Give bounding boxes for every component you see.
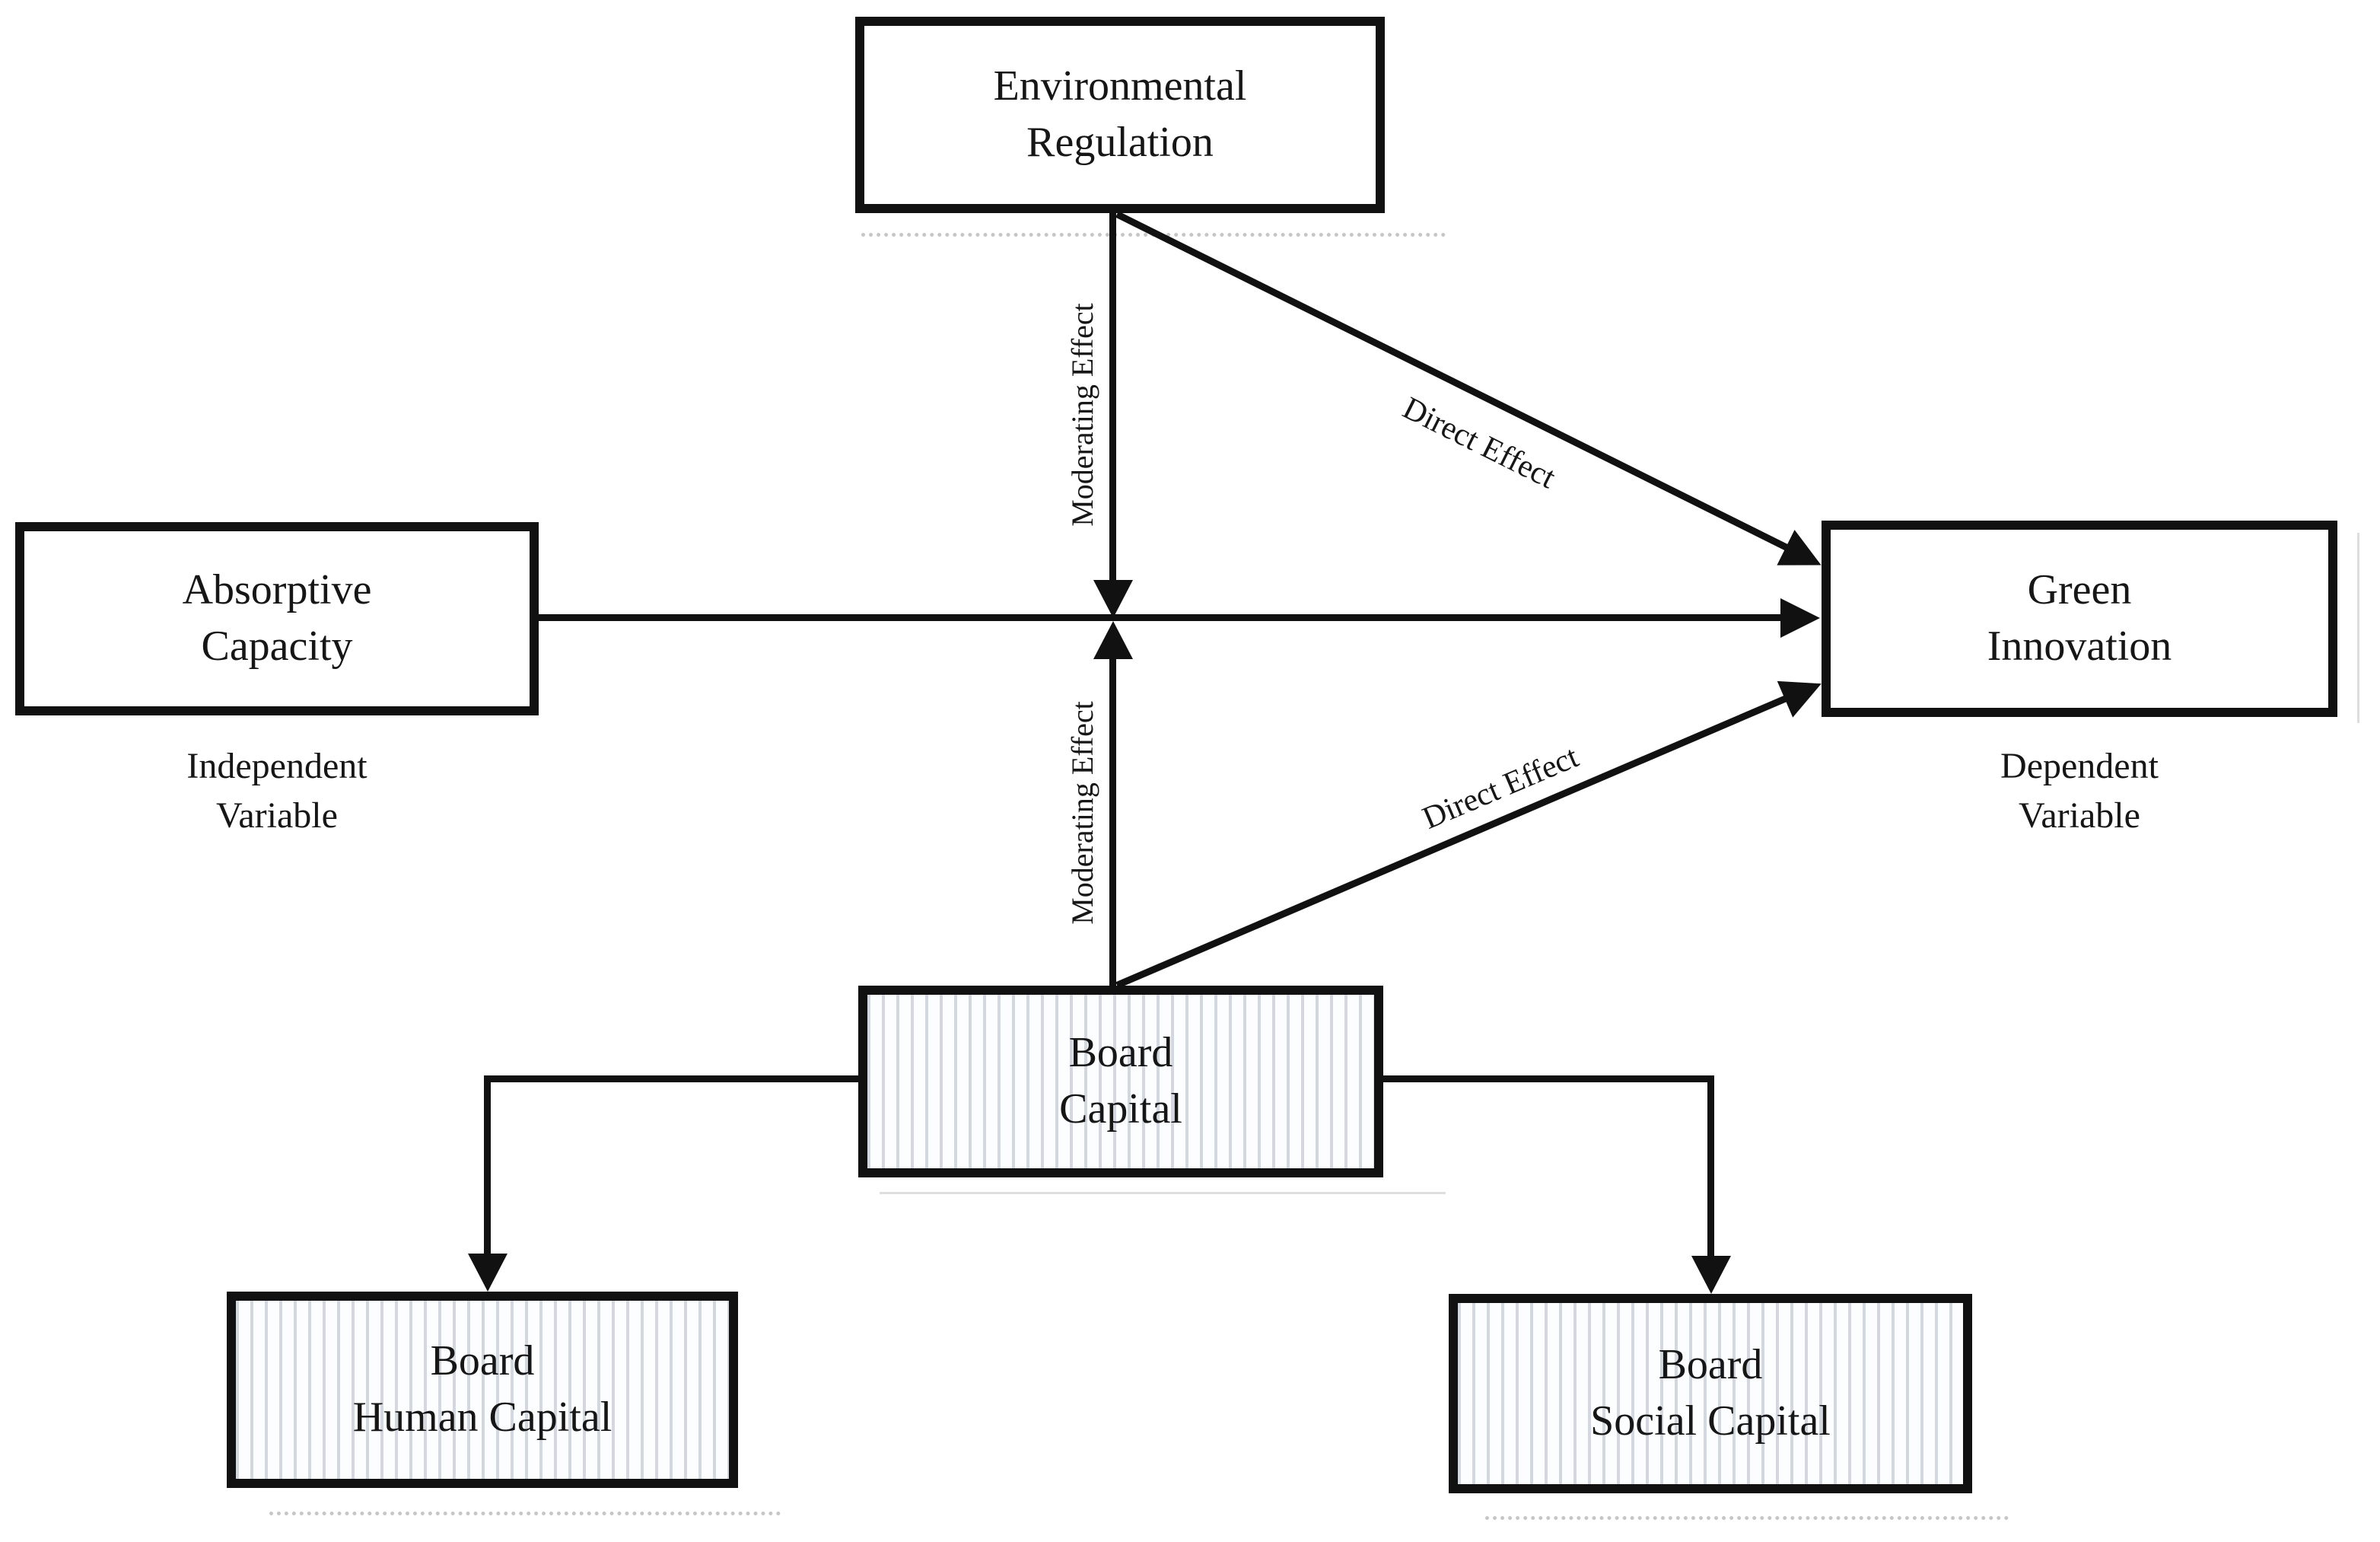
node-board-human-capital-label: Board Human Capital xyxy=(352,1337,612,1441)
node-board-capital-label: Board Capital xyxy=(1059,1029,1182,1133)
node-absorptive-capacity-label: Absorptive Capacity xyxy=(182,566,372,670)
scan-artifact-under-board-social xyxy=(1485,1516,2009,1520)
node-environmental-regulation-label: Environmental Regulation xyxy=(993,62,1247,166)
variable-label-independent: Independent Variable xyxy=(186,746,368,836)
arrow-board-moderating xyxy=(1093,621,1133,986)
node-absorptive-capacity: Absorptive Capacity xyxy=(15,522,539,715)
arrow-absorptive-to-green xyxy=(539,597,1820,638)
variable-label-dependent: Dependent Variable xyxy=(2000,746,2159,836)
node-environmental-regulation: Environmental Regulation xyxy=(855,17,1385,213)
node-board-social-capital: Board Social Capital xyxy=(1449,1294,1972,1493)
edge-label-moderating-effect-bottom: Moderating Effect xyxy=(1065,701,1099,925)
arrow-env-direct xyxy=(1115,211,1831,583)
node-green-innovation: Green Innovation xyxy=(1822,521,2337,717)
arrowhead-board-to-social xyxy=(1691,1256,1731,1294)
node-board-human-capital: Board Human Capital xyxy=(227,1292,738,1488)
arrow-board-to-social-horizontal xyxy=(1383,1075,1714,1082)
arrow-board-to-human-horizontal xyxy=(484,1075,860,1082)
node-board-capital: Board Capital xyxy=(858,986,1383,1177)
arrow-env-moderating xyxy=(1093,213,1133,618)
edge-label-moderating-effect-top: Moderating Effect xyxy=(1065,303,1099,527)
arrowhead-env-moderating xyxy=(1093,580,1133,618)
node-board-social-capital-label: Board Social Capital xyxy=(1590,1341,1831,1445)
edge-label-direct-effect-bottom: Direct Effect xyxy=(1418,739,1584,836)
arrow-board-to-human-vertical xyxy=(467,1075,508,1292)
arrowhead-board-moderating xyxy=(1093,621,1133,659)
scan-artifact-under-board-capital xyxy=(880,1192,1446,1194)
arrowhead-absorptive-to-green xyxy=(1780,597,1820,638)
arrow-board-to-social-vertical xyxy=(1691,1075,1731,1294)
scan-artifact-right-of-green-box xyxy=(2357,533,2359,723)
scan-artifact-under-board-human xyxy=(269,1512,781,1515)
arrowhead-board-to-human xyxy=(467,1254,508,1292)
node-green-innovation-label: Green Innovation xyxy=(1987,566,2172,670)
arrow-board-direct xyxy=(1115,664,1829,989)
